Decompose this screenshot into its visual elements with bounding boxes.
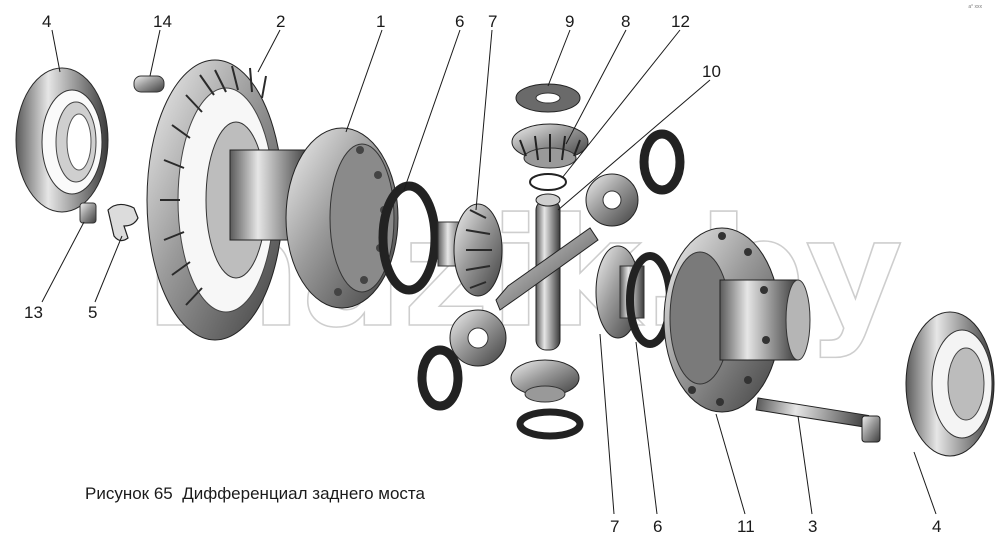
callout-14: 14 — [153, 12, 172, 31]
retaining-ring — [529, 173, 567, 191]
callout-4-right: 4 — [932, 517, 941, 536]
callout-7-top: 7 — [488, 12, 497, 31]
callout-2: 2 — [276, 12, 285, 31]
figure-number: Рисунок 65 — [85, 484, 173, 503]
callout-10: 10 — [702, 62, 721, 81]
pinion-gear-bottom — [510, 359, 580, 403]
bearing-right — [905, 311, 995, 457]
spider-cross — [495, 193, 599, 351]
satellite-washer-right — [639, 129, 685, 195]
figure-caption: Рисунок 65 Дифференциал заднего моста — [85, 484, 425, 504]
leader-lines — [41, 29, 937, 515]
bearing-left — [15, 67, 109, 213]
satellite-washer-bottom — [516, 408, 584, 440]
differential-case-right — [663, 227, 811, 413]
pinion-gear-top — [511, 123, 589, 169]
callout-12: 12 — [671, 12, 690, 31]
callout-4-left: 4 — [42, 12, 51, 31]
lock-block — [79, 202, 97, 224]
corner-mark: a° xxx — [968, 4, 982, 10]
callout-8: 8 — [621, 12, 630, 31]
pinion-gear-left — [449, 309, 507, 367]
callout-6-bottom: 6 — [653, 517, 662, 536]
callout-3: 3 — [808, 517, 817, 536]
pinion-gear-right — [585, 173, 639, 227]
differential-case-left — [229, 127, 399, 309]
callout-13: 13 — [24, 303, 43, 322]
figure-title: Дифференциал заднего моста — [182, 484, 425, 503]
callout-labels: 4 14 2 1 6 7 9 8 12 10 13 5 7 6 11 3 4 — [24, 12, 941, 536]
callout-9: 9 — [565, 12, 574, 31]
callout-7-bottom: 7 — [610, 517, 619, 536]
callout-11: 11 — [737, 517, 755, 536]
side-gear-left — [437, 203, 503, 297]
callout-1: 1 — [376, 12, 385, 31]
bolt — [755, 397, 881, 443]
satellite-washer-left — [417, 345, 463, 411]
thrust-washer-left — [378, 181, 440, 295]
callout-5: 5 — [88, 303, 97, 322]
callout-6-top: 6 — [455, 12, 464, 31]
pin — [133, 75, 165, 93]
lock-plate — [107, 203, 139, 242]
